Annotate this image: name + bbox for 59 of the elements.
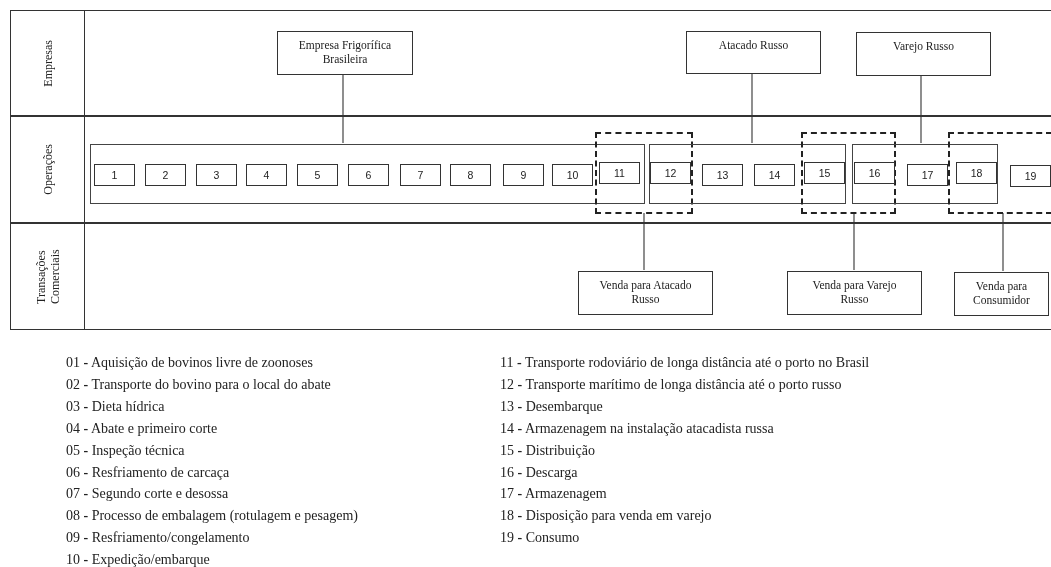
- lane-title: Transações Comerciais: [33, 248, 62, 306]
- sale-box: Venda para Varejo Russo: [787, 271, 922, 315]
- sale-box: Venda para Consumidor: [954, 272, 1049, 316]
- step-description: 17 - Armazenagem: [500, 486, 607, 503]
- connector-line: [1002, 212, 1004, 272]
- connector-line: [342, 73, 344, 144]
- step-box: 7: [400, 164, 441, 186]
- connector-line: [643, 212, 645, 271]
- process-group-frame: [852, 144, 998, 204]
- swimlane: [10, 116, 1051, 223]
- connector-line: [853, 212, 855, 271]
- step-box: 13: [702, 164, 743, 186]
- step-description: 09 - Resfriamento/congelamento: [66, 530, 250, 547]
- process-group-frame: [90, 144, 645, 204]
- step-box: 1: [94, 164, 135, 186]
- step-description: 13 - Desembarque: [500, 398, 603, 415]
- step-box: 6: [348, 164, 389, 186]
- step-description: 05 - Inspeção técnica: [66, 442, 185, 459]
- step-box: 8: [450, 164, 491, 186]
- step-box: 11: [599, 162, 640, 184]
- step-box: 10: [552, 164, 593, 186]
- step-description: 01 - Aquisição de bovinos livre de zoonoses: [66, 355, 313, 371]
- step-box: 2: [145, 164, 186, 186]
- connector-line: [920, 74, 922, 144]
- company-box: Empresa Frigorífica Brasileira: [277, 31, 413, 75]
- sale-box: Venda para Atacado Russo: [578, 271, 713, 315]
- step-description: 18 - Disposição para venda em varejo: [500, 508, 712, 525]
- step-description: 19 - Consumo: [500, 530, 580, 547]
- step-box: 3: [196, 164, 237, 186]
- connector-line: [751, 72, 753, 144]
- company-box: Atacado Russo: [686, 31, 821, 74]
- step-description: 14 - Armazenagem na instalação atacadista russa: [500, 420, 774, 437]
- step-description: 15 - Distribuição: [500, 442, 595, 459]
- step-box: 19: [1010, 165, 1051, 187]
- step-box: 15: [804, 162, 845, 184]
- step-box: 12: [650, 162, 691, 184]
- step-box: 17: [907, 164, 948, 186]
- step-description: 06 - Resfriamento de carcaça: [66, 464, 230, 481]
- step-description: 12 - Transporte marítimo de longa distância até o porto russo: [500, 376, 842, 393]
- company-box: Varejo Russo: [856, 32, 991, 76]
- swimlane: [10, 223, 1051, 330]
- step-description: 11 - Transporte rodoviário de longa distância até o porto no Brasil: [500, 355, 870, 371]
- step-description: 07 - Segundo corte e desossa: [66, 486, 229, 503]
- lane-title: Empresas: [40, 39, 55, 87]
- step-description: 03 - Dieta hídrica: [66, 398, 165, 415]
- lane-title: Operações: [40, 144, 55, 195]
- step-box: 14: [754, 164, 795, 186]
- step-box: 16: [854, 162, 895, 184]
- swimlane: [10, 10, 1051, 116]
- step-box: 5: [297, 164, 338, 186]
- step-description: 02 - Transporte do bovino para o local do abate: [66, 376, 331, 393]
- step-box: 4: [246, 164, 287, 186]
- step-description: 16 - Descarga: [500, 464, 578, 481]
- step-description: 08 - Processo de embalagem (rotulagem e pesagem): [66, 508, 358, 525]
- step-description: 04 - Abate e primeiro corte: [66, 420, 218, 437]
- step-description: 10 - Expedição/embarque: [66, 552, 210, 567]
- process-group-frame: [649, 144, 846, 204]
- step-box: 9: [503, 164, 544, 186]
- step-box: 18: [956, 162, 997, 184]
